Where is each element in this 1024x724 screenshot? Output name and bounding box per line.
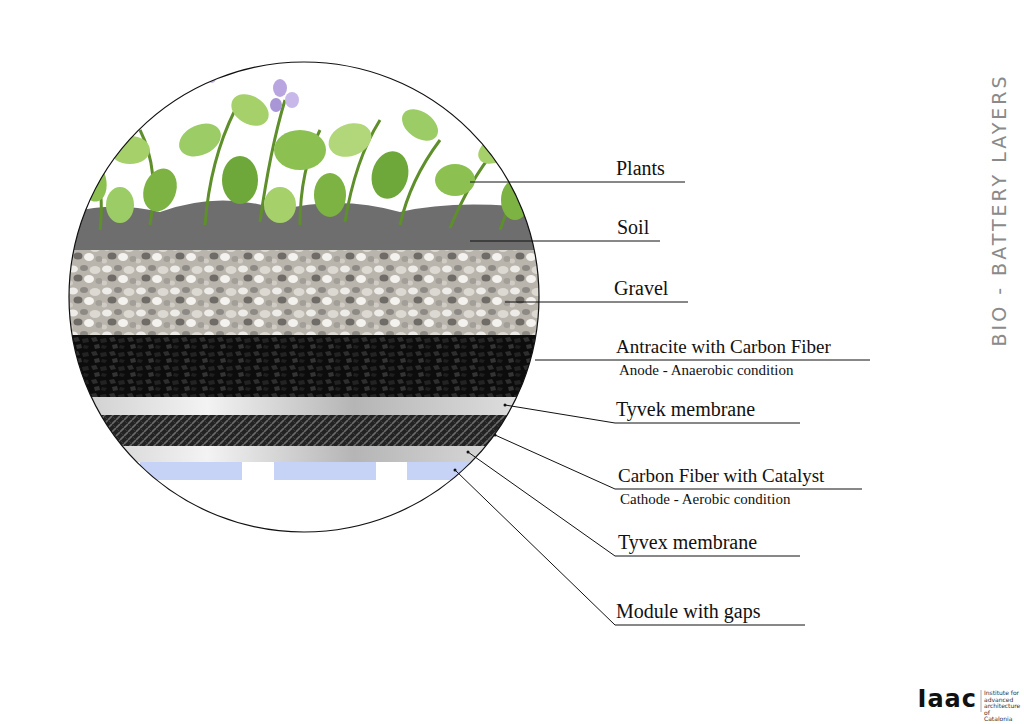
layer-label: Carbon Fiber with Catalyst [618, 465, 824, 487]
layer-label: Gravel [614, 277, 668, 300]
layer-label: Tyvek membrane [616, 398, 755, 421]
logo-subtitle: Institute for advanced architecture of C… [984, 690, 1020, 723]
layer-label: Plants [616, 157, 665, 180]
vertical-title: BIO - BATTERY LAYERS [989, 73, 1011, 346]
logo-mark: Iaac [917, 686, 977, 714]
layer-note: Cathode - Aerobic condition [620, 491, 790, 508]
layer-label: Module with gaps [616, 600, 760, 623]
layer-note: Anode - Anaerobic condition [619, 362, 794, 379]
layer-label: Antracite with Carbon Fiber [616, 336, 831, 358]
leader-lines [455, 182, 870, 625]
layer-label: Tyvex membrane [618, 531, 757, 554]
layer-label: Soil [617, 216, 649, 239]
